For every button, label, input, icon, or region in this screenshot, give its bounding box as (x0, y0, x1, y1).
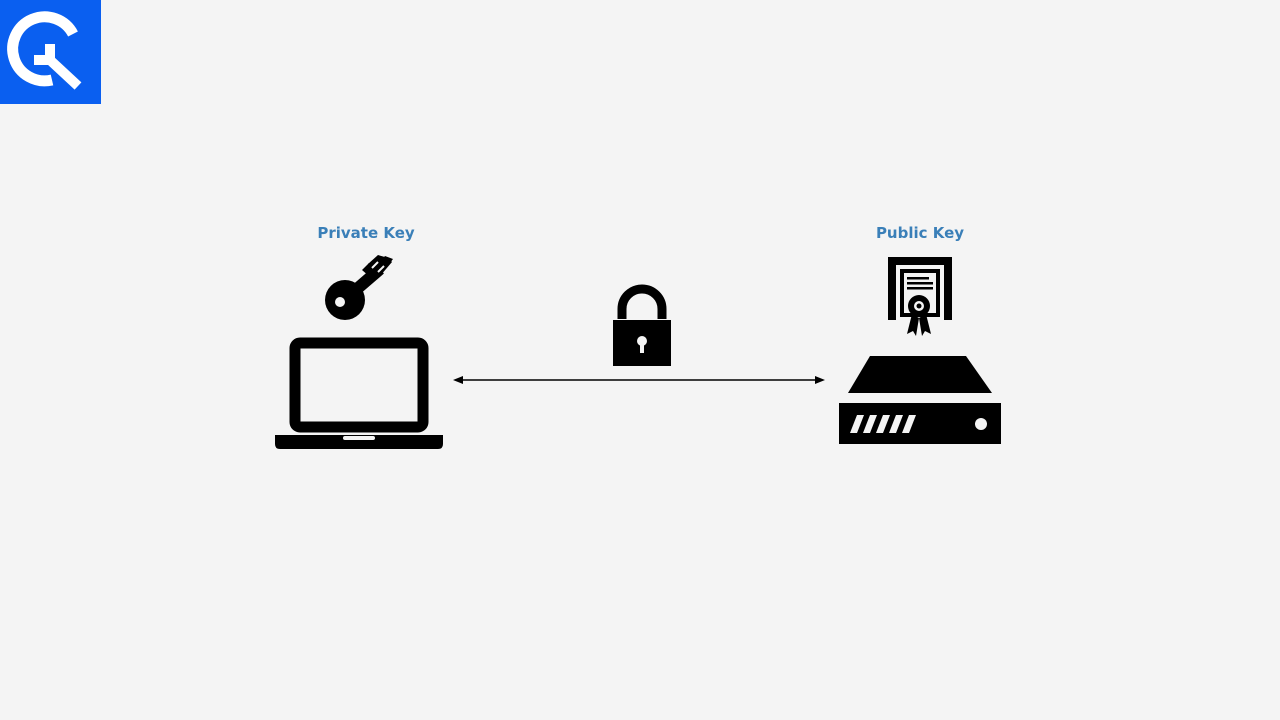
certificate-icon (880, 257, 960, 336)
key-icon (325, 255, 393, 320)
brand-logo-icon (0, 0, 101, 104)
padlock-icon (613, 284, 671, 366)
laptop-icon (275, 337, 443, 449)
private-key-label: Private Key (317, 224, 415, 242)
server-icon (839, 356, 1001, 444)
public-key-label: Public Key (875, 224, 965, 242)
bidirectional-arrow (453, 376, 825, 384)
